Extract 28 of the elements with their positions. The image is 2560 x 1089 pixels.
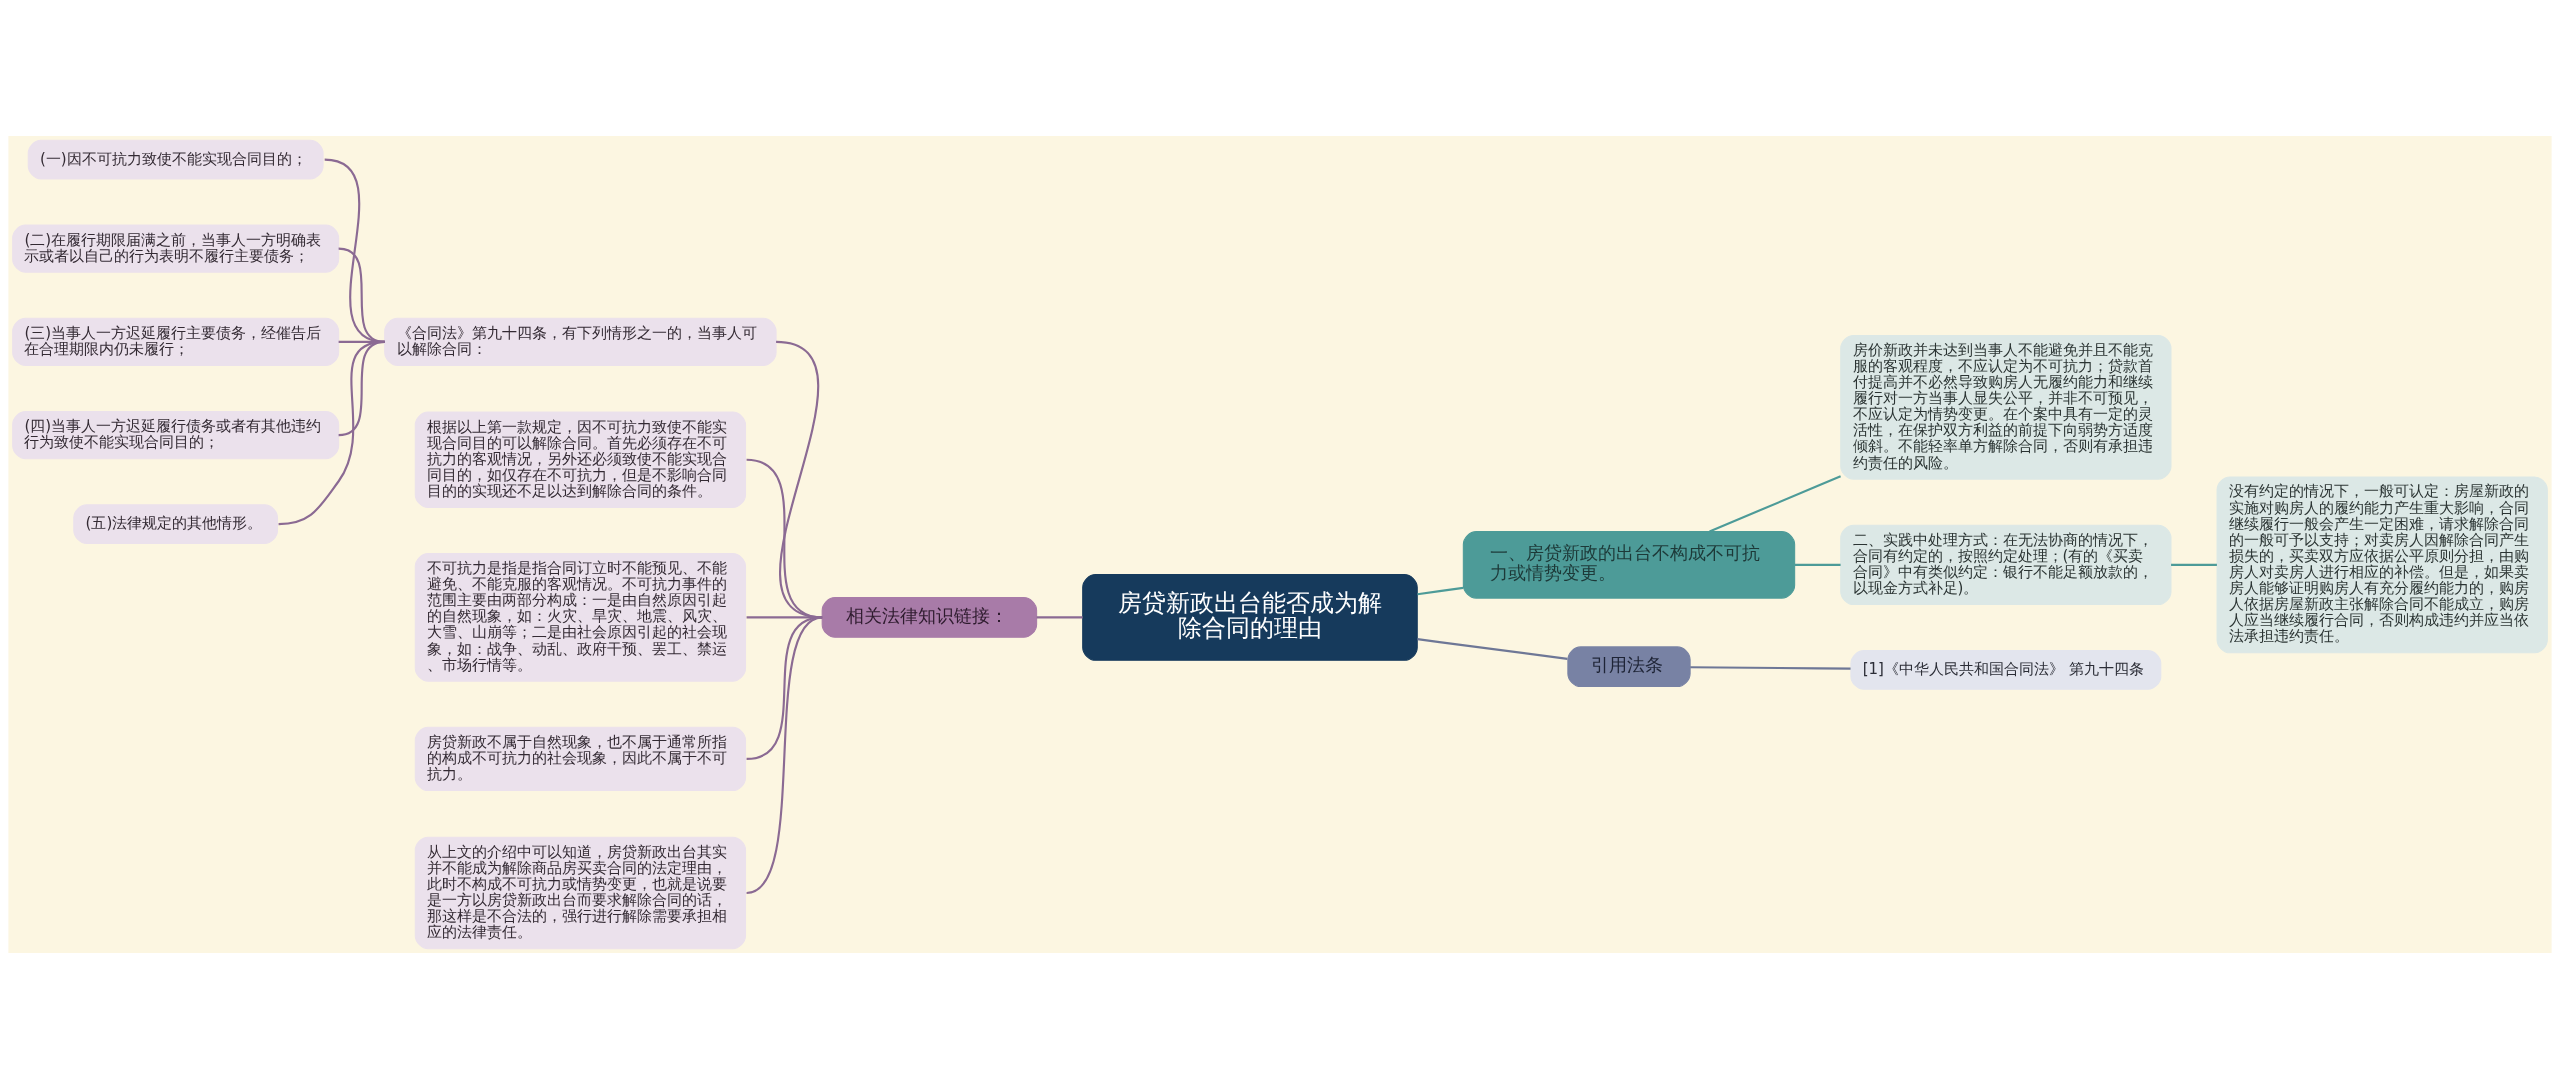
node-box: 相关法律知识链接： [821, 597, 1038, 638]
node-box: (四)当事人一方迟延履行债务或者有其他违约行为致使不能实现合同目的； [12, 411, 340, 460]
node-box: [1]《中华人民共和国合同法》 第九十四条 [1850, 650, 2162, 690]
connector [1794, 563, 1841, 566]
node-box: (一)因不可抗力致使不能实现合同目的； [27, 139, 324, 180]
connector [1709, 475, 1841, 533]
node-box: 房价新政并未达到当事人不能避免并且不能克服的客观程度，不应认定为不可抗力；贷款首付提高并不必然导致购房人无履约能力和继续履行对一方当事人显失公平，并非不可预见，不应认定为情势变更。在个案中具有一定的灵活性，在保护双方利益的前提下向弱势方适度倾斜。不能轻率单方解除合同，否则有承担违约责任的风险。 [1840, 334, 2172, 480]
node-box: 从上文的介绍中可以知道，房贷新政出台其实并不能成为解除商品房买卖合同的法定理由，此时不构成不可抗力或情势变更，也就是说要是一方以房贷新政出台而要求解除合同的话，那这样是不合法的，强行进行解除需要承担相应的法律责任。 [414, 836, 747, 950]
node-box: 二、实践中处理方式：在无法协商的情况下，合同有约定的，按照约定处理；(有的《买卖合同》中有类似约定：银行不能足额放款的，以现金方式补足)。 [1840, 524, 2172, 606]
connector [746, 616, 823, 894]
node-box: 房贷新政出台能否成为解除合同的理由 [1082, 574, 1418, 661]
node-box: 房贷新政不属于自然现象，也不属于通常所指的构成不可抗力的社会现象，因此不属于不可抗力。 [414, 726, 747, 792]
node-box: 不可抗力是指是指合同订立时不能预见、不能避免、不能克服的客观情况。不可抗力事件的范围主要由两部分构成：一是由自然原因引起的自然现象，如：火灾、旱灾、地震、风灾、大雪、山崩等；二是由社会原因引起的社会现象，如：战争、动乱、政府干预、罢工、禁运、市场行情等。 [414, 553, 747, 682]
node-box: (五)法律规定的其他情形。 [73, 504, 279, 544]
connector [1690, 666, 1851, 670]
node-box: 引用法条 [1567, 646, 1691, 688]
node-box: 根据以上第一款规定，因不可抗力致使不能实现合同目的可以解除合同。首先必须存在不可抗力的客观情况，另外还必须致使不能实现合同目的，如仅存在不可抗力，但是不影响合同目的的实现还不足以达到解除合同的条件。 [414, 411, 747, 509]
connector [746, 616, 823, 760]
connector [1417, 638, 1568, 660]
node-box: (二)在履行期限届满之前，当事人一方明确表示或者以自己的行为表明不履行主要债务； [12, 224, 340, 273]
connector [1036, 616, 1083, 619]
node-box: (三)当事人一方迟延履行主要债务，经催告后在合理期限内仍未履行； [12, 317, 340, 366]
connector [2171, 563, 2217, 566]
node-box: 《合同法》第九十四条，有下列情形之一的，当事人可以解除合同： [384, 317, 777, 366]
node-box: 一、房贷新政的出台不构成不可抗力或情势变更。 [1462, 531, 1796, 599]
node-box: 没有约定的情况下，一般可认定：房屋新政的实施对购房人的履约能力产生重大影响，合同继续履行一般会产生一定困难，请求解除合同的一般可予以支持；对卖房人因解除合同产生损失的，买卖双方应依据公平原则分担，由购房人对卖房人进行相应的补偿。但是，如果卖房人能够证明购房人有充分履约能力的，购房人依据房屋新政主张解除合同不能成立，购房人应当继续履行合同，否则构成违约并应当依法承担违约责任。 [2216, 476, 2548, 654]
connector [1417, 586, 1464, 596]
connector [278, 340, 385, 526]
